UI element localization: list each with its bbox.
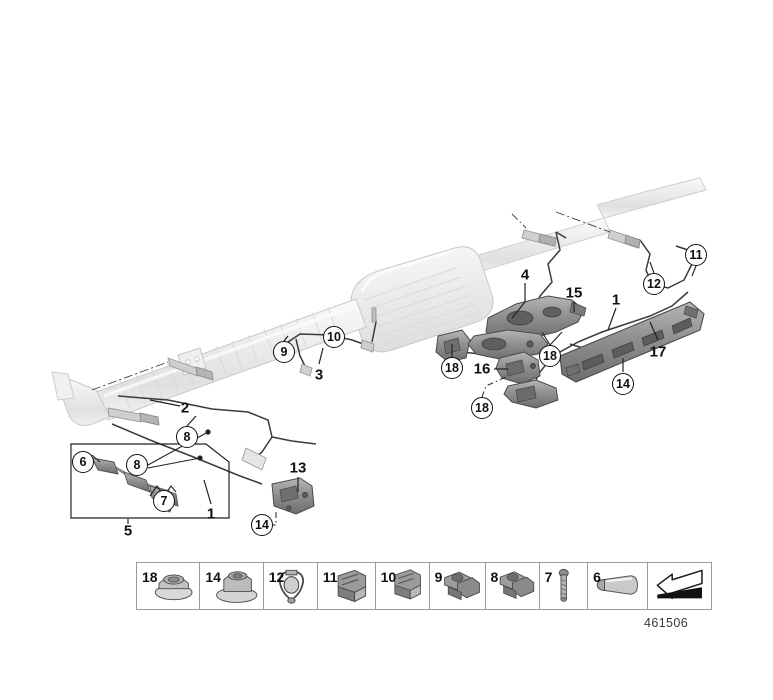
legend-number: 8 — [490, 569, 499, 585]
double-clip-icon — [486, 563, 539, 609]
sensor-cable-group — [111, 307, 377, 485]
callout-18-circled: 18 — [441, 357, 463, 379]
bracket-clip-icon — [318, 563, 375, 609]
diagram-number: 461506 — [644, 616, 689, 630]
legend-cell-18: 18 — [137, 563, 201, 609]
oxygen-sensor-group — [91, 307, 377, 471]
callout-1: 1 — [611, 291, 621, 309]
callout-10-circled: 10 — [323, 326, 345, 348]
callout-8-circled: 8 — [176, 426, 198, 448]
exhaust-pipe-group — [51, 177, 707, 427]
legend-number: 9 — [434, 569, 443, 585]
legend-number: 14 — [205, 569, 221, 585]
callout-14-circled: 14 — [612, 373, 634, 395]
callout-18-circled: 18 — [539, 345, 561, 367]
legend-cell-8: 8 — [486, 563, 540, 609]
legend-number: 7 — [544, 569, 553, 585]
cable-grommet-icon — [588, 563, 647, 609]
callout-5: 5 — [123, 522, 133, 540]
callout-2: 2 — [180, 399, 190, 417]
callout-12-circled: 12 — [643, 273, 665, 295]
callout-13: 13 — [289, 459, 307, 477]
screw-icon — [540, 563, 587, 609]
legend-cell-11: 11 — [318, 563, 376, 609]
right-assembly-group — [435, 211, 705, 409]
callout-9-circled: 9 — [273, 341, 295, 363]
callout-16: 16 — [473, 360, 491, 378]
callout-1: 1 — [206, 505, 216, 523]
legend-number: 6 — [593, 569, 601, 585]
legend-cell-10: 10 — [376, 563, 430, 609]
callout-15: 15 — [565, 284, 583, 302]
legend-cell-direction — [648, 563, 711, 609]
bracket-clip-icon — [376, 563, 429, 609]
legend-number: 18 — [142, 569, 158, 585]
legend-cell-6: 6 — [588, 563, 648, 609]
legend-cell-7: 7 — [540, 563, 589, 609]
legend-cell-9: 9 — [430, 563, 486, 609]
legend-cell-14: 14 — [200, 563, 264, 609]
callout-11-circled: 11 — [685, 244, 707, 266]
direction-arrow-icon — [648, 563, 711, 609]
flange-nut-icon — [137, 563, 199, 609]
legend-number: 10 — [380, 569, 397, 585]
legend-cell-12: 12 — [264, 563, 318, 609]
collar-nut-icon — [200, 563, 262, 609]
part-13-bracket — [270, 477, 315, 526]
parts-legend-strip: 18 14 12 11 10 9 8 — [136, 562, 712, 610]
double-clip-icon — [430, 563, 485, 609]
part-5-assembly-box — [70, 429, 230, 524]
callout-7-circled: 7 — [153, 490, 175, 512]
callout-4: 4 — [520, 266, 530, 284]
callout-17: 17 — [649, 343, 667, 361]
callout-14-circled: 14 — [251, 514, 273, 536]
legend-number: 11 — [322, 569, 338, 585]
cable-clip-icon — [264, 563, 317, 609]
callout-18-circled: 18 — [471, 397, 493, 419]
callout-8-circled: 8 — [126, 454, 148, 476]
callout-6-circled: 6 — [72, 451, 94, 473]
legend-number: 12 — [268, 569, 285, 585]
callout-3: 3 — [314, 366, 324, 384]
